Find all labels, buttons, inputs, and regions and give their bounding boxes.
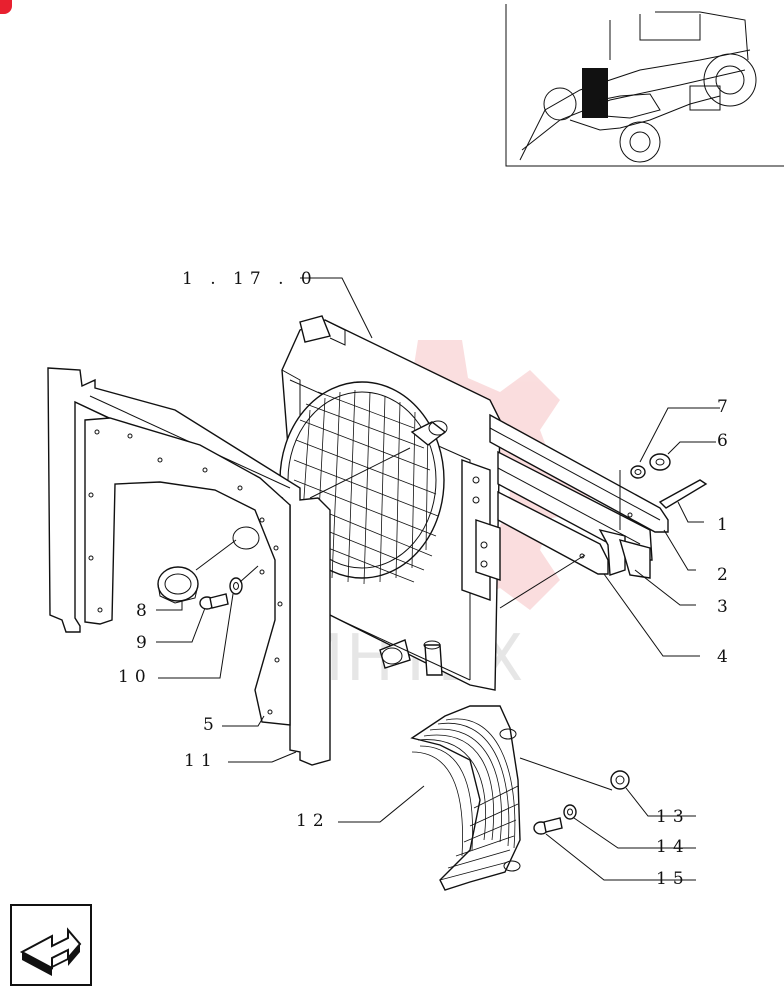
guard-nut xyxy=(610,770,630,790)
callout-5: 5 xyxy=(203,715,220,735)
mounting-rails xyxy=(489,413,669,579)
guard-bolt xyxy=(533,817,563,835)
return-arrow-icon xyxy=(19,927,82,976)
callout-9: 9 xyxy=(136,633,153,653)
fan-guard xyxy=(410,705,521,891)
wing-bolt xyxy=(658,479,708,509)
callout-11: 11 xyxy=(184,751,218,771)
callout-1: 1 xyxy=(717,515,734,535)
tractor-thumbnail-icon xyxy=(505,4,784,167)
guard-washer xyxy=(563,804,577,820)
brand-corner-icon xyxy=(0,0,12,14)
leader-lines xyxy=(156,277,720,881)
callout-ref: 1 . 17 . 0 xyxy=(182,269,318,289)
washer xyxy=(229,577,243,595)
callout-2: 2 xyxy=(717,565,734,585)
callout-labels: 1 . 17 . 0 7 6 1 2 3 4 8 9 10 5 11 12 13… xyxy=(118,269,734,889)
callout-13: 13 xyxy=(656,807,690,827)
callout-3: 3 xyxy=(717,597,734,617)
callout-4: 4 xyxy=(717,647,734,667)
assembly-lines xyxy=(195,447,613,791)
callout-14: 14 xyxy=(656,837,690,857)
lock-washer xyxy=(630,465,646,479)
callout-6: 6 xyxy=(717,431,734,451)
callout-12: 12 xyxy=(296,811,330,831)
return-arrow-button[interactable] xyxy=(10,904,92,986)
nut xyxy=(649,453,671,471)
backing-plate xyxy=(84,417,291,726)
grommet xyxy=(157,566,199,604)
callout-8: 8 xyxy=(136,601,153,621)
callout-15: 15 xyxy=(656,869,690,889)
callout-10: 10 xyxy=(118,667,152,687)
callout-7: 7 xyxy=(717,397,734,417)
bolt xyxy=(199,593,229,610)
